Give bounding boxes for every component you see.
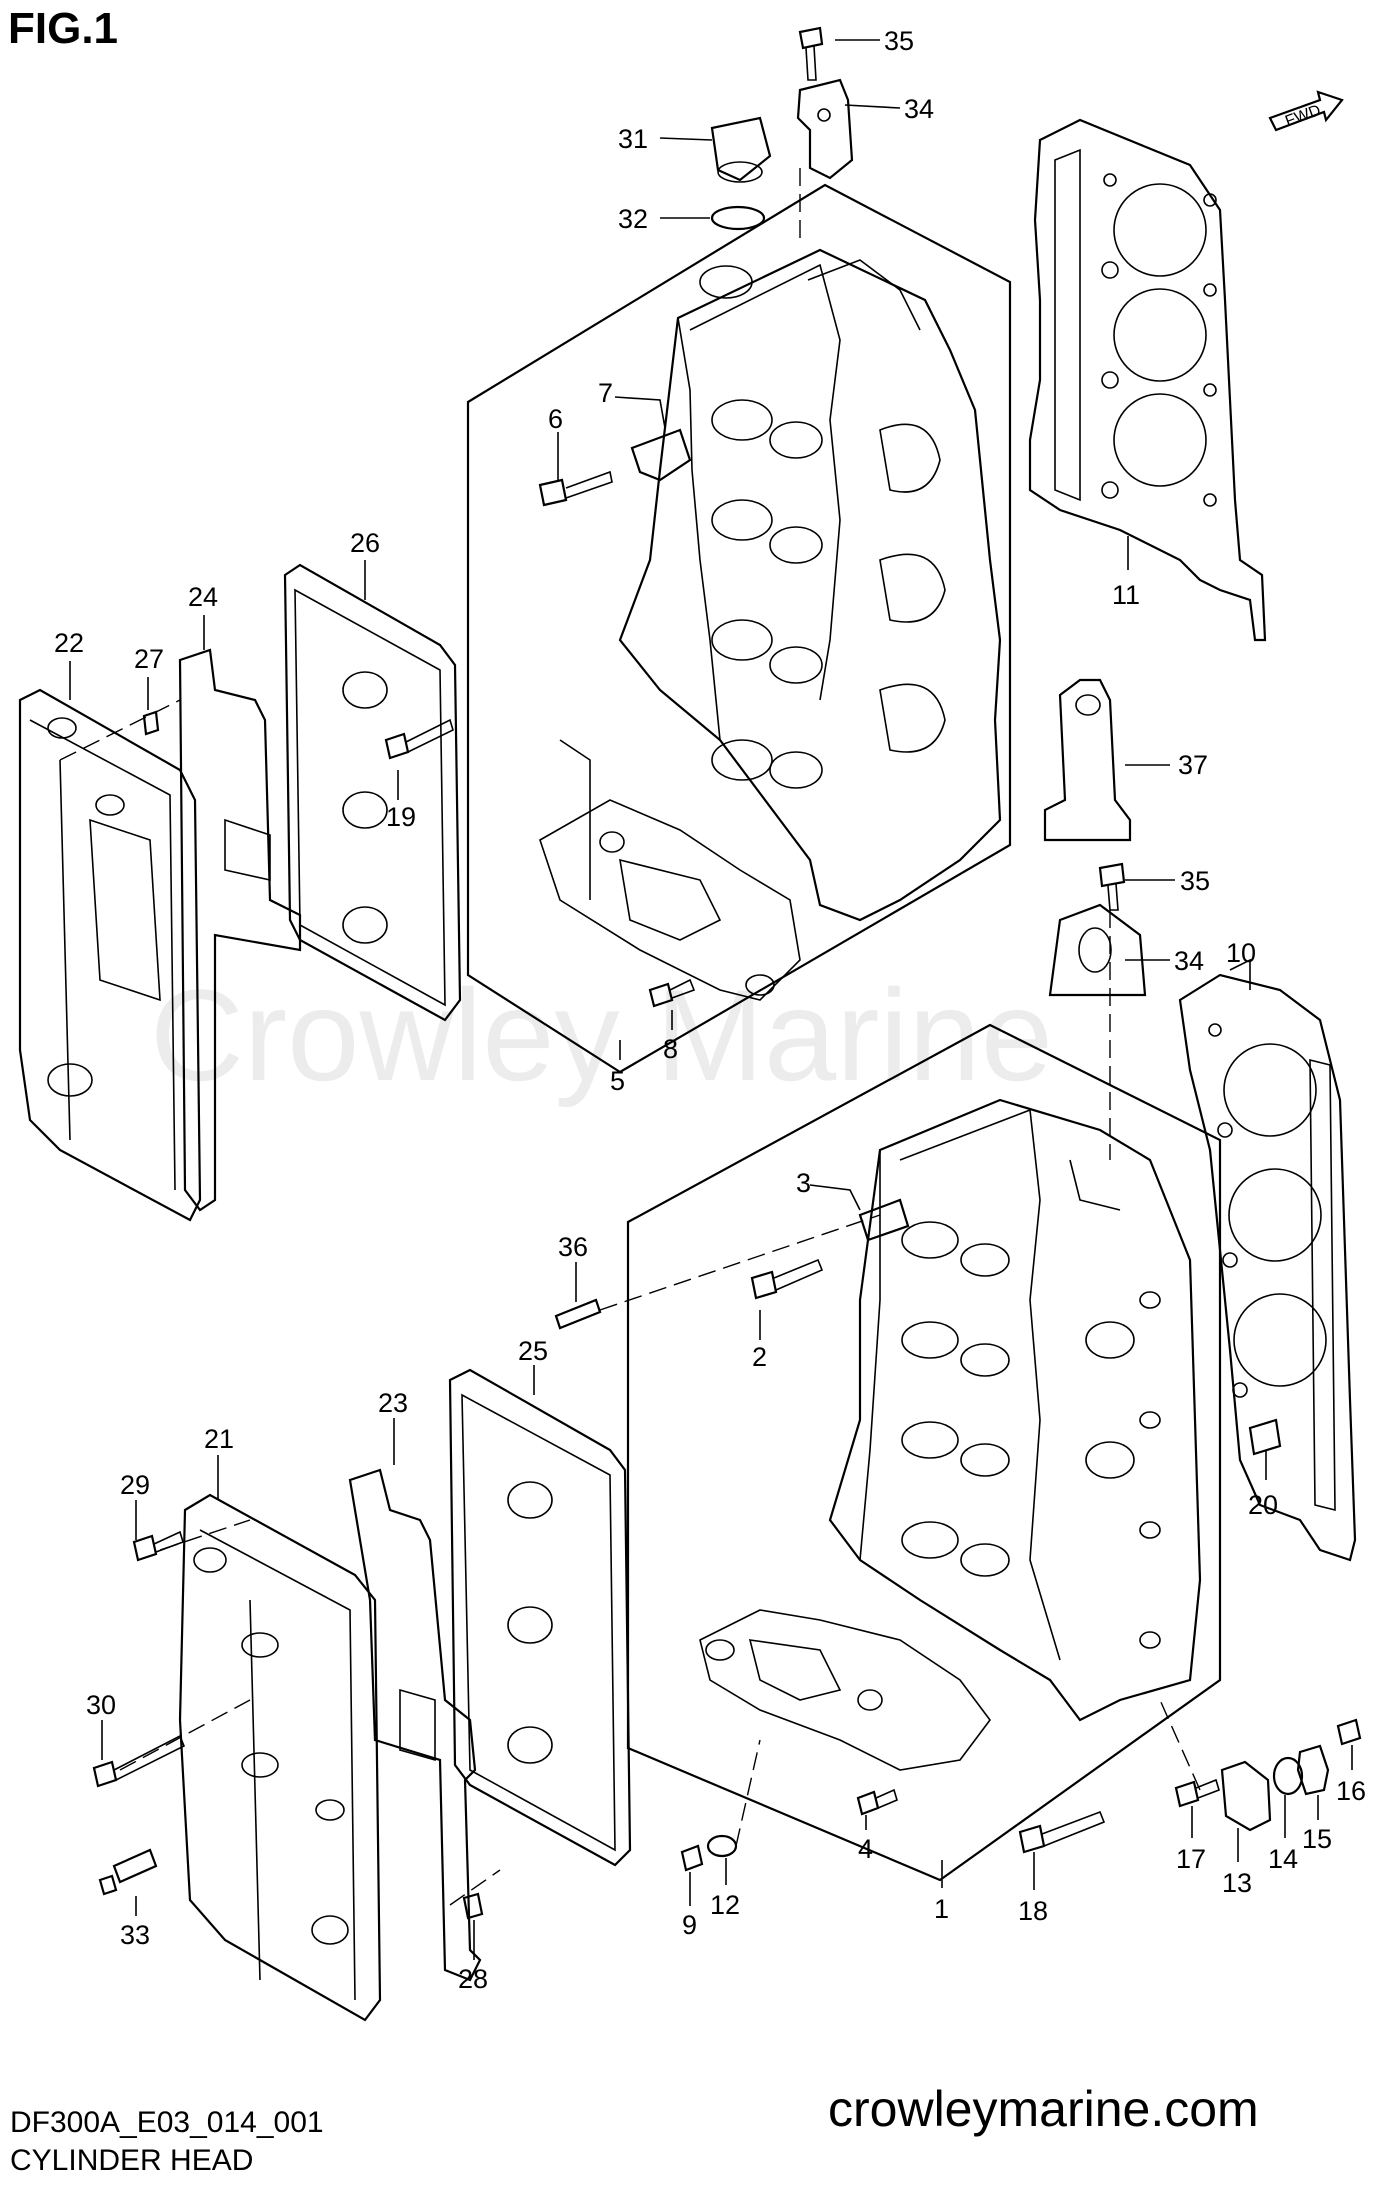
figure-label: FIG.1 [8,4,119,53]
callout-17: 17 [1176,1844,1206,1874]
bolt-8 [648,978,696,1008]
callout-36: 36 [558,1232,588,1262]
dowel-36 [554,1298,602,1330]
cam-cover-upper [18,688,202,1222]
callout-37: 37 [1178,750,1208,780]
plug-9 [680,1844,704,1872]
bolt-28 [462,1892,484,1920]
bolt-29 [132,1530,184,1562]
bolt-4 [856,1788,898,1816]
upper-cylinder-head [466,183,1012,1074]
part-7 [630,428,692,482]
fwd-arrow-icon: FWD [1268,90,1344,132]
valve-cover-seal-lower [448,1368,632,1867]
spark-plug-33 [98,1848,158,1896]
oil-cap-31 [710,116,772,183]
callout-32: 32 [618,204,648,234]
callout-22: 22 [54,628,84,658]
callout-33: 33 [120,1920,150,1950]
head-gasket-upper [1028,118,1267,642]
callout-29: 29 [120,1470,150,1500]
bolt-35-lower [1098,862,1126,911]
fwd-label: FWD [1283,102,1323,130]
callout-19: 19 [386,802,416,832]
callout-14: 14 [1268,1844,1298,1874]
bolt-30 [92,1734,186,1788]
bolt-19 [384,718,454,760]
lower-cylinder-head [626,1023,1222,1882]
callout-13: 13 [1222,1868,1252,1898]
callout-31: 31 [618,124,648,154]
cap-15 [1296,1744,1330,1796]
o-ring-14 [1272,1756,1304,1796]
callout-25: 25 [518,1336,548,1366]
callout-7: 7 [598,378,613,408]
callout-34b: 34 [1174,946,1204,976]
callout-23: 23 [378,1388,408,1418]
sensor-13 [1220,1760,1272,1832]
bolt-35-top [798,26,824,81]
callout-2: 2 [752,1342,767,1372]
callout-4: 4 [858,1834,873,1864]
callout-30: 30 [86,1690,116,1720]
callout-35b: 35 [1180,866,1210,896]
watermark: Crowley Marine [150,962,1054,1108]
leader-lines [69,39,1353,1960]
callout-11: 11 [1112,580,1140,610]
dowel-20 [1248,1418,1282,1456]
lifting-bracket-34-top [796,78,854,180]
callout-20: 20 [1248,1490,1278,1520]
o-ring-32 [710,205,766,231]
callout-1: 1 [934,1894,949,1924]
washer-12 [706,1834,738,1858]
callout-16: 16 [1336,1776,1366,1806]
callout-34: 34 [904,94,934,124]
callout-5: 5 [610,1066,625,1096]
diagram-code: DF300A_E03_014_001 [10,2106,324,2139]
part-3 [858,1198,910,1242]
bolt-2 [750,1258,824,1300]
cam-cover-lower [178,1493,382,2022]
callout-28: 28 [458,1964,488,1994]
bolt-16 [1336,1718,1362,1746]
alignment-lines [59,168,1201,1906]
bolt-17 [1174,1778,1220,1808]
callout-15: 15 [1302,1824,1332,1854]
callout-3: 3 [796,1168,811,1198]
callout-18: 18 [1018,1896,1048,1926]
head-gasket-lower [1178,973,1357,1562]
website-label: crowleymarine.com [828,2081,1259,2137]
callout-12: 12 [710,1890,740,1920]
callout-35: 35 [884,26,914,56]
callout-24: 24 [188,582,218,612]
lifting-bracket-34-lower [1048,903,1147,997]
diagram-name: CYLINDER HEAD [10,2144,254,2177]
valve-cover-seal-upper [283,563,462,1022]
callout-6: 6 [548,404,563,434]
cover-plate-lower [348,1468,482,1982]
callout-27: 27 [134,644,164,674]
callout-10: 10 [1226,938,1256,968]
callout-8: 8 [663,1034,678,1064]
bolt-18 [1018,1810,1106,1854]
dowel-27 [142,710,160,736]
callout-9: 9 [682,1910,697,1940]
callout-21: 21 [204,1424,234,1454]
callout-26: 26 [350,528,380,558]
bracket-37 [1043,678,1132,842]
bolt-6 [538,470,613,507]
